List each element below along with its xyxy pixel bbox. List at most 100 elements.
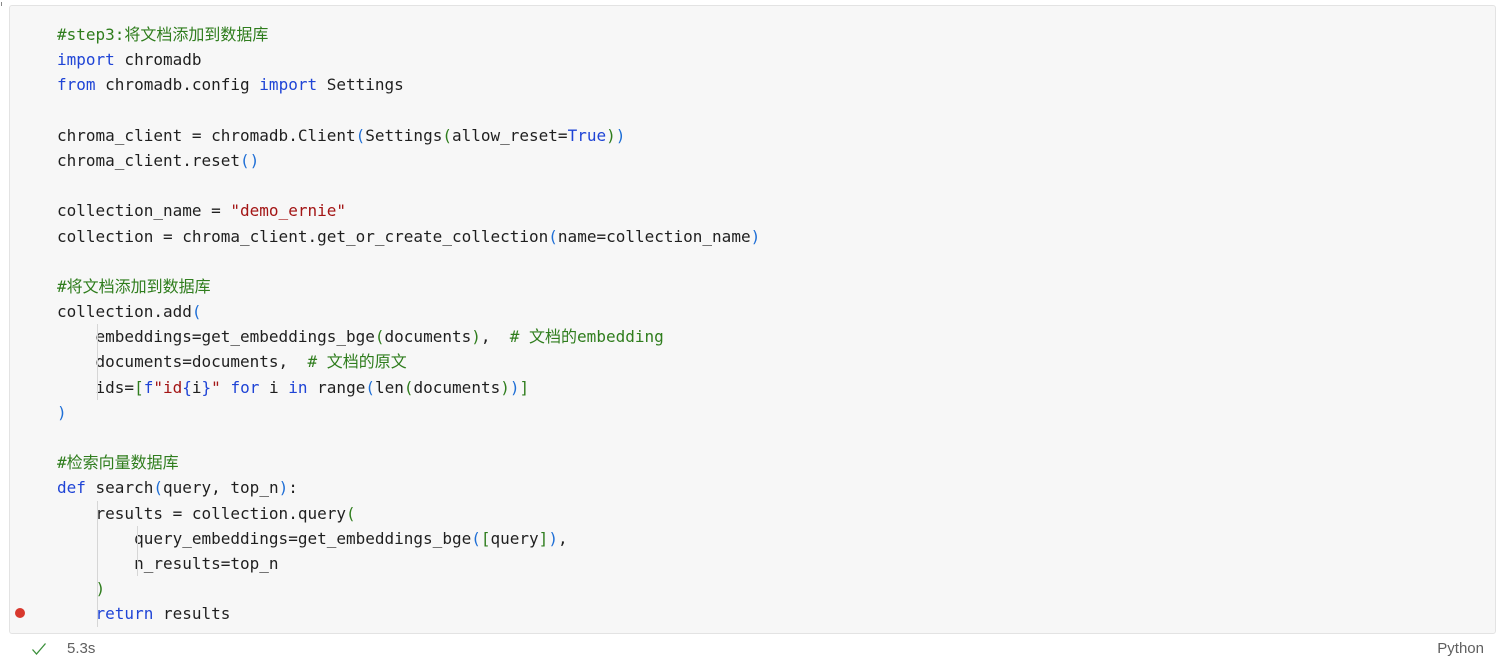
code-token: query_embeddings=get_embeddings_bge	[57, 528, 472, 548]
code-token: True	[567, 125, 607, 145]
code-token: )	[57, 402, 67, 422]
indent-guide	[97, 550, 98, 577]
code-line[interactable]: chroma_client.reset()	[57, 148, 760, 173]
execution-time: 5.3s	[67, 640, 96, 657]
code-token	[57, 604, 96, 623]
code-token: from	[57, 75, 96, 95]
code-token: query	[490, 528, 539, 548]
code-token: ,	[557, 528, 568, 548]
code-line[interactable]: ids=[f"id{i}" for i in range(len(documen…	[57, 374, 760, 400]
code-token: (	[403, 377, 414, 397]
code-token: allow_reset=	[451, 125, 568, 145]
code-line[interactable]: #检索向量数据库	[57, 450, 760, 475]
language-label[interactable]: Python	[1437, 640, 1484, 657]
code-token: search	[85, 478, 154, 498]
corner-mark	[1, 2, 5, 6]
code-line[interactable]: collection.add(	[57, 299, 760, 324]
code-token: "demo_ernie"	[230, 201, 346, 221]
code-token	[57, 579, 96, 598]
code-token: ]	[538, 528, 549, 548]
code-token: # 文档的原文	[307, 352, 407, 372]
code-line[interactable]: #将文档添加到数据库	[57, 274, 760, 299]
code-token: ()	[240, 150, 260, 170]
indent-guide	[97, 500, 98, 526]
code-token: import	[57, 50, 115, 70]
code-token: )	[500, 377, 510, 397]
indent-guide	[97, 601, 98, 627]
code-token: i	[259, 377, 289, 397]
code-token: #检索向量数据库	[57, 453, 179, 473]
indent-guide	[97, 525, 98, 551]
code-token: name=collection_name	[557, 226, 751, 246]
code-token: results	[153, 604, 231, 624]
code-line[interactable]: def search(query, top_n):	[57, 475, 760, 500]
code-line[interactable]: )	[57, 576, 760, 602]
code-line[interactable]: from chromadb.config import Settings	[57, 72, 760, 97]
code-line[interactable]: query_embeddings=get_embeddings_bge([que…	[57, 525, 760, 551]
code-token: (	[471, 528, 481, 548]
code-token: def	[57, 478, 86, 498]
code-token: query, top_n	[162, 478, 279, 498]
code-token: "	[211, 377, 221, 397]
code-token: }	[201, 377, 212, 397]
code-token: [	[480, 528, 491, 548]
code-line[interactable]: documents=documents, # 文档的原文	[57, 349, 760, 375]
code-token: chromadb.config	[95, 75, 260, 95]
code-token: import	[259, 75, 318, 95]
code-token: # 文档的embedding	[509, 327, 664, 347]
code-token: chroma_client.reset	[57, 150, 241, 170]
code-token: )	[606, 125, 616, 145]
code-line[interactable]	[57, 173, 760, 198]
code-token: len	[374, 377, 404, 397]
code-token: for	[230, 377, 260, 397]
code-token: :	[288, 478, 298, 498]
cell-status-bar: 5.3s Python	[0, 632, 1500, 666]
code-line[interactable]: collection_name = "demo_ernie"	[57, 198, 760, 223]
code-token: documents=documents,	[57, 352, 308, 372]
code-token: ,	[480, 327, 510, 347]
code-token: documents	[413, 377, 501, 397]
code-line[interactable]	[57, 425, 760, 450]
code-line[interactable]	[57, 98, 760, 123]
code-token: "id	[153, 377, 183, 397]
code-token: )	[509, 377, 520, 397]
code-token: ids=	[57, 377, 135, 397]
code-token: [	[134, 377, 144, 397]
code-token: (	[365, 377, 375, 397]
code-token	[221, 378, 231, 397]
code-token: (	[345, 503, 356, 523]
code-line[interactable]: return results	[57, 601, 760, 627]
code-token: )	[95, 579, 106, 599]
code-line[interactable]: embeddings=get_embeddings_bge(documents)…	[57, 324, 760, 350]
code-line[interactable]: results = collection.query(	[57, 500, 760, 526]
indent-guide	[97, 324, 98, 350]
code-line[interactable]: n_results=top_n	[57, 550, 760, 577]
code-token: (	[153, 478, 163, 498]
indent-guide	[137, 525, 138, 551]
code-line[interactable]	[57, 249, 760, 274]
code-token: chroma_client = chromadb.Client	[57, 125, 356, 145]
code-line[interactable]: chroma_client = chromadb.Client(Settings…	[57, 123, 760, 148]
code-token: return	[95, 604, 154, 624]
code-token: (	[374, 327, 385, 347]
code-token: Settings	[317, 75, 404, 95]
code-line[interactable]: collection = chroma_client.get_or_create…	[57, 224, 760, 249]
code-line[interactable]: )	[57, 400, 760, 425]
code-token: )	[471, 327, 481, 347]
code-token: in	[288, 377, 308, 397]
indent-guide	[97, 576, 98, 602]
code-line[interactable]: #step3:将文档添加到数据库	[57, 22, 760, 47]
code-cell[interactable]	[9, 5, 1496, 634]
code-token: n_results=top_n	[57, 553, 279, 573]
code-token: f	[143, 377, 154, 397]
code-token: #step3:将文档添加到数据库	[57, 25, 269, 44]
code-token: range	[307, 377, 366, 397]
code-token: collection.add	[57, 302, 192, 322]
check-icon	[32, 643, 46, 655]
code-line[interactable]: import chromadb	[57, 47, 760, 72]
code-token: i	[191, 377, 202, 397]
breakpoint-marker[interactable]	[15, 608, 25, 618]
code-token: results = collection.query	[57, 503, 346, 523]
code-token: collection = chroma_client.get_or_create…	[57, 226, 549, 246]
